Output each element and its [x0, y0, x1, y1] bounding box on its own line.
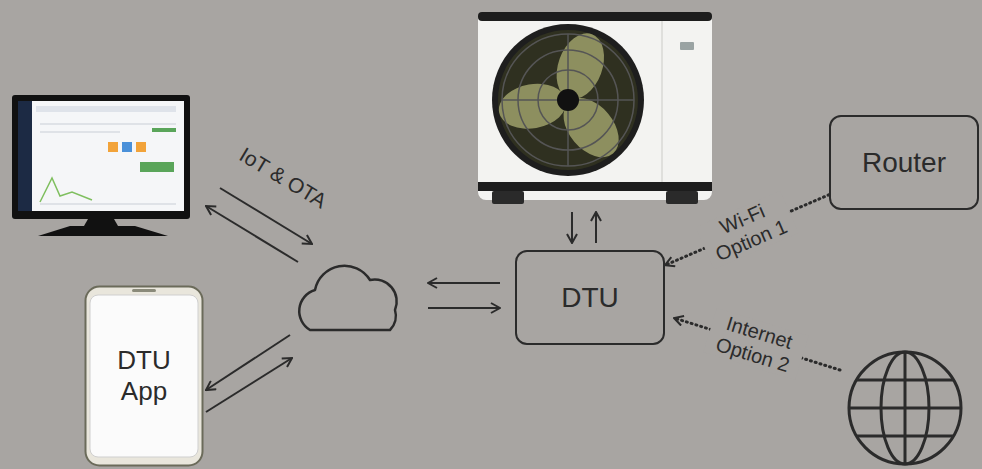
phone-app: DTU App	[84, 285, 204, 467]
monitor-icon-part	[40, 132, 120, 133]
monitor-icon-part	[40, 204, 176, 205]
edge-label: Wi-Fi Option 1	[696, 191, 799, 270]
heat-pump-unit-part	[502, 34, 634, 166]
node-label: DTU	[561, 281, 619, 315]
heat-pump-unit-part	[478, 12, 712, 200]
heat-pump-unit-part	[666, 191, 698, 204]
link-label: IoT & OTA	[232, 141, 335, 216]
dtu-box: DTU	[515, 250, 665, 345]
router-box: Router	[829, 115, 979, 210]
phone-screen	[90, 295, 198, 457]
monitor-icon-part	[36, 106, 176, 112]
cloud-icon-part	[299, 266, 396, 330]
node-label: Router	[862, 146, 946, 180]
monitor-icon-part	[152, 128, 176, 132]
phone-speaker	[132, 289, 156, 292]
globe-icon-part	[857, 435, 954, 438]
monitor-icon-part	[12, 95, 190, 219]
pump-dtu-arrows	[572, 212, 596, 243]
globe-icon-part	[857, 379, 954, 382]
heat-pump-unit	[478, 12, 712, 204]
cloud-icon	[299, 266, 396, 330]
monitor-icon	[12, 95, 190, 236]
heat-pump-unit-part	[478, 182, 712, 191]
heat-pump-unit-part	[492, 24, 644, 176]
cloud-dtu-arrows-part	[428, 307, 500, 309]
monitor-icon-part	[122, 142, 132, 152]
monitor-icon-part	[84, 219, 118, 226]
monitor-icon-part	[40, 178, 92, 202]
monitor-icon-part	[38, 226, 168, 236]
monitor-icon-part	[108, 142, 118, 152]
heat-pump-unit-part	[557, 89, 579, 111]
globe-icon-part	[849, 352, 961, 464]
heat-pump-unit-part	[478, 12, 712, 21]
link-label: Internet Option 2	[703, 308, 808, 380]
pump-dtu-arrows-part	[595, 212, 597, 243]
cloud-dtu-arrows	[428, 283, 500, 308]
monitor-icon-part	[40, 124, 176, 125]
heat-pump-unit-part	[661, 21, 663, 182]
monitor-icon-part	[140, 162, 174, 172]
phone-cloud-arrows-part	[206, 358, 292, 412]
globe-icon	[849, 352, 961, 464]
pump-dtu-arrows-part	[571, 212, 573, 243]
phone-body	[86, 287, 203, 466]
monitor-icon-part	[136, 142, 146, 152]
cloud-dtu-arrows-part	[428, 282, 500, 284]
monitor-cloud-arrows-part	[206, 206, 298, 262]
heat-pump-unit-part	[492, 191, 524, 204]
heat-pump-unit-part	[680, 42, 694, 50]
globe-icon-part	[849, 407, 961, 410]
monitor-icon-part	[18, 101, 32, 211]
node-label: DTU App	[98, 345, 190, 407]
monitor-icon-part	[18, 101, 184, 211]
phone-cloud-arrows-part	[206, 335, 290, 390]
heat-pump-unit-part	[498, 30, 638, 170]
phone-cloud-arrows	[206, 335, 292, 412]
